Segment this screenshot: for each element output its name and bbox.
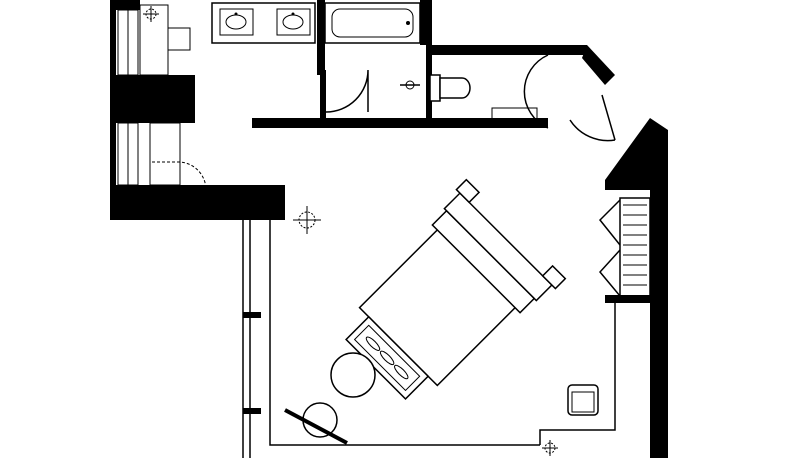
window-wall xyxy=(242,220,261,458)
corner-wall xyxy=(582,45,615,85)
entry-door-swing xyxy=(569,119,616,142)
wardrobe-base-wall xyxy=(605,295,650,303)
light-fixture-icon xyxy=(293,206,321,234)
vanity xyxy=(211,2,316,44)
light-fixture-icon xyxy=(542,440,558,456)
wc-shelf xyxy=(491,107,538,121)
chair-icon xyxy=(567,384,599,416)
left-exterior-wall xyxy=(110,0,285,220)
left-window-lower xyxy=(117,122,139,186)
faucet-icon xyxy=(400,80,420,90)
shower-wall xyxy=(320,70,326,122)
entry-closet xyxy=(139,4,169,76)
room-outline xyxy=(269,220,540,446)
left-window-upper xyxy=(117,9,139,76)
entry-cabinet xyxy=(167,27,191,51)
toilet-icon xyxy=(429,74,471,102)
bath-door-swing xyxy=(325,69,369,113)
bath-partition-wall xyxy=(317,0,325,75)
wardrobe-icon xyxy=(598,197,651,299)
table-icon xyxy=(330,352,376,398)
wc-top-wall xyxy=(432,45,587,55)
light-fixture-icon xyxy=(143,6,159,22)
bath-wall-right xyxy=(420,0,432,45)
bathtub-icon xyxy=(324,2,421,44)
bed-icon xyxy=(345,178,567,400)
right-exterior-wall xyxy=(605,118,668,458)
bathroom-bottom-wall xyxy=(252,118,548,128)
luggage-rack xyxy=(149,122,181,186)
wc-door-swing xyxy=(523,54,549,129)
room-outline-right xyxy=(539,303,616,445)
floor-lamp-icon xyxy=(284,402,348,445)
wc-wall xyxy=(426,45,432,125)
